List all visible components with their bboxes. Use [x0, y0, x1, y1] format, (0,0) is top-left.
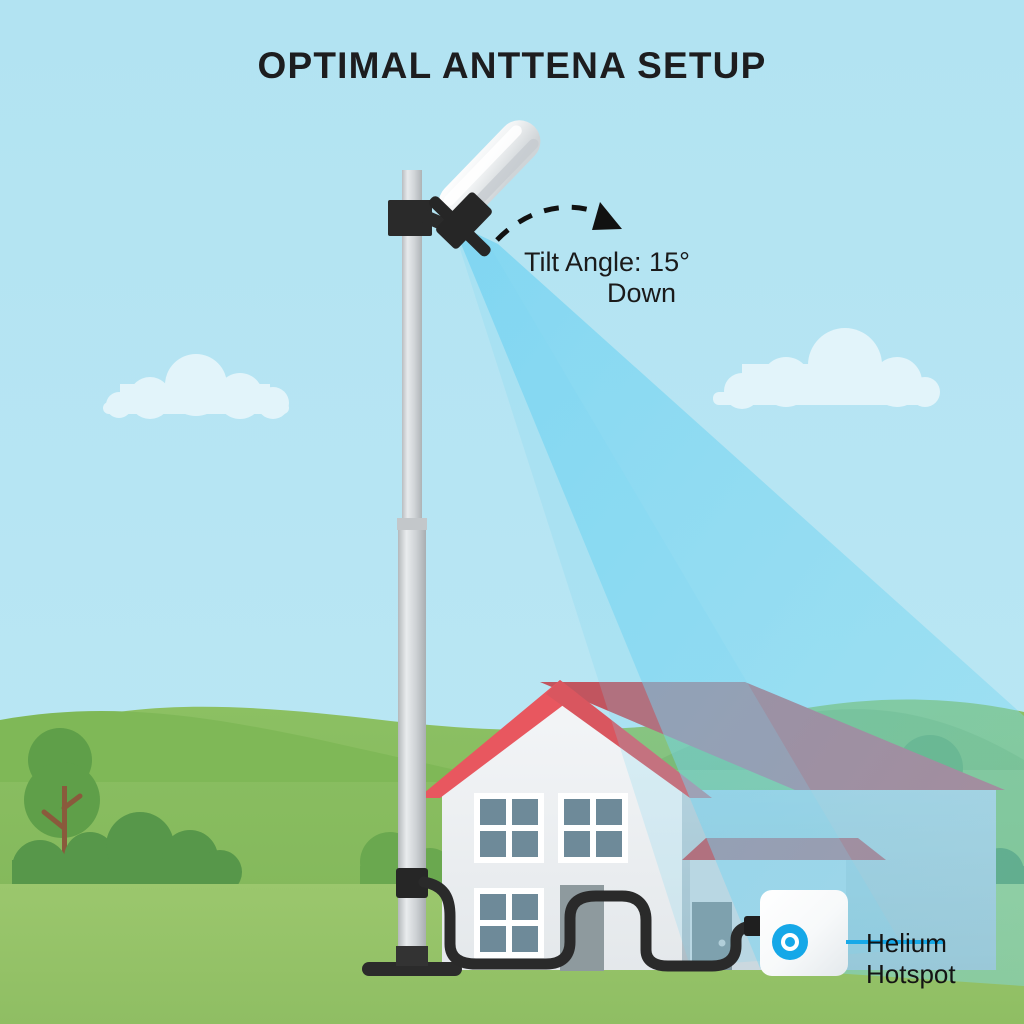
tilt-angle-arrowhead	[592, 202, 622, 230]
tilt-angle-label-line1: Tilt Angle: 15°	[524, 247, 690, 277]
antenna-body	[438, 120, 541, 225]
bush-cluster-left	[12, 812, 242, 900]
helium-hotspot-device[interactable]	[760, 890, 848, 976]
cloud-right	[713, 328, 940, 409]
antenna-assembly	[388, 120, 541, 257]
tilt-angle-label-line2: Down	[607, 278, 676, 308]
hotspot-label-line1: Helium	[866, 928, 947, 958]
mast-pole	[362, 170, 462, 976]
pole-lower-section	[398, 520, 426, 972]
window-upper-right	[558, 793, 628, 863]
tilt-angle-arc	[495, 204, 606, 242]
antenna-clamp	[436, 192, 492, 249]
antenna-clamp-bolt-top	[428, 196, 455, 222]
hill-left	[0, 711, 520, 782]
pole-base-plate	[362, 962, 462, 976]
hotspot-label-line2: Hotspot	[866, 959, 956, 989]
hotspot-ring-icon-core	[785, 937, 795, 947]
signal-beam-core	[452, 224, 905, 966]
antenna-body-highlight	[443, 125, 522, 206]
cloud-left	[103, 354, 289, 419]
pole-cable-clamp	[396, 868, 428, 898]
page-title: OPTIMAL ANTTENA SETUP	[258, 45, 767, 86]
pole-base-collar	[396, 946, 428, 966]
window-lower-left	[474, 888, 544, 958]
signal-beam	[452, 222, 1024, 986]
house-gable-roof-right	[546, 680, 712, 798]
antenna-pole-bracket	[388, 200, 432, 236]
tree-left	[24, 728, 100, 906]
pole-joint-sleeve	[397, 518, 427, 530]
window-upper-left	[474, 793, 544, 863]
house-gable-roof-left	[418, 680, 578, 798]
pole-upper-section	[402, 170, 422, 526]
antenna-clamp-bolt-bottom	[463, 229, 491, 257]
coaxial-cable	[418, 876, 760, 972]
